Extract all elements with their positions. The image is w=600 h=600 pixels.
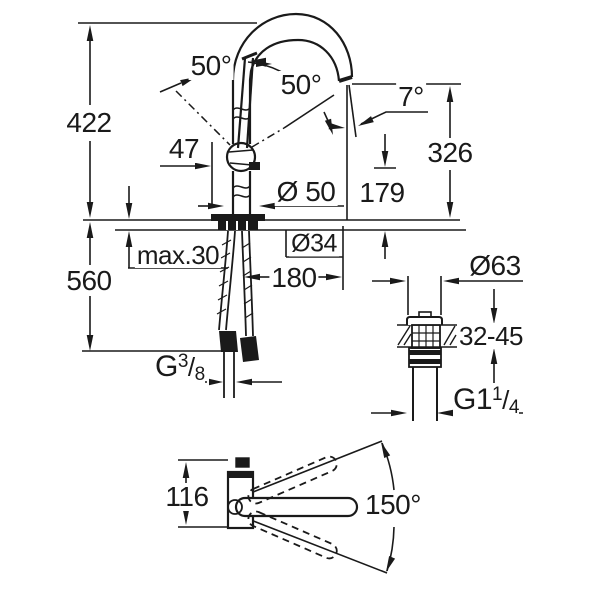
dim-hole-diameter-label: Ø34 [289,229,339,258]
supply-thread-numerator: 3 [177,351,189,372]
dimension-lines [89,41,523,574]
dim-handle-angle-left-label: 50° [188,50,234,81]
dim-base-diameter-label: Ø 50 [274,176,338,207]
dim-height-total-label: 422 [64,107,114,138]
dash-dot-position-lines [175,90,285,148]
dim-deck-thickness-label: max.30 [134,240,222,270]
faucet-top-view [226,455,359,560]
waste-thread-slash: / [502,385,509,415]
dim-supply-thread-label: G3/8 [155,352,205,384]
waste-thread-denominator: 4 [508,397,520,418]
dim-projection-label: 180 [269,262,319,293]
dim-waste-thread-label: G11/4 [453,385,519,417]
arrowheads [86,25,498,572]
faucet-front-view [211,12,354,230]
drain-fitting-view [397,311,457,421]
dim-body-height-top-view-label: 116 [163,481,211,512]
dim-height-below-deck-label: 560 [64,265,114,296]
supply-thread-denominator: 8 [194,364,206,385]
dim-handle-angle-right-label: 50° [278,69,324,100]
dim-spout-top-height-label: 326 [425,137,475,168]
dim-outlet-height-label: 179 [357,177,407,208]
waste-thread-numerator: 1 [492,384,503,405]
swivel-positions-dashed [247,455,338,560]
dim-waste-flange-diameter-label: Ø63 [467,250,523,281]
dim-handle-clearance-label: 47 [166,133,202,164]
dim-swivel-angle-label: 150° [363,489,423,520]
dim-spray-angle-label: 7° [396,81,426,112]
supply-hoses [216,230,259,398]
supply-thread-slash: / [187,352,195,382]
waste-thread-prefix: G1 [453,383,493,416]
dim-counter-thickness-range-label: 32-45 [457,321,525,351]
supply-thread-prefix: G [155,350,178,383]
hose-braiding [216,239,254,319]
